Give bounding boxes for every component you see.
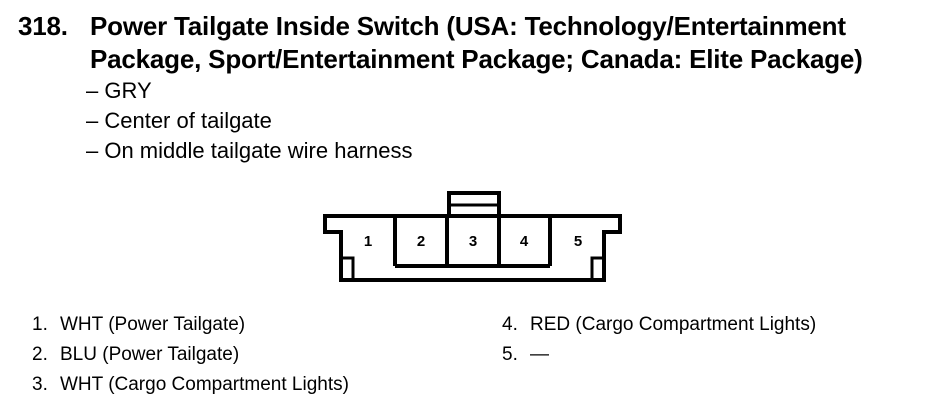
pin-item: 3. WHT (Cargo Compartment Lights): [32, 370, 349, 400]
pin-item-number: 3.: [32, 374, 48, 395]
pin-item-text: RED (Cargo Compartment Lights): [530, 314, 817, 335]
detail-location: – Center of tailgate: [86, 108, 272, 133]
connector-details: – GRY – Center of tailgate – On middle t…: [86, 76, 413, 166]
pin-number-2: 2: [417, 233, 425, 250]
pin-number-4: 4: [520, 233, 529, 250]
detail-harness: – On middle tailgate wire harness: [86, 138, 413, 163]
section-number: 318.: [18, 11, 68, 41]
pin-item: 4. RED (Cargo Compartment Lights): [502, 310, 816, 340]
pin-item-number: 5.: [502, 344, 518, 365]
pin-item: 1. WHT (Power Tailgate): [32, 310, 349, 340]
pin-number-1: 1: [364, 233, 372, 250]
connector-inner-step-right: [590, 256, 604, 280]
pin-number-5: 5: [574, 233, 582, 250]
pin-list-right: 4. RED (Cargo Compartment Lights) 5. —: [502, 310, 816, 370]
pin-item-number: 2.: [32, 344, 48, 365]
pin-item-text: WHT (Power Tailgate): [60, 314, 246, 335]
section-title-line-1: Power Tailgate Inside Switch (USA: Techn…: [90, 11, 846, 41]
pin-item: 2. BLU (Power Tailgate): [32, 340, 349, 370]
connector-inner-step-left: [341, 256, 355, 280]
detail-color: – GRY: [86, 78, 152, 103]
section-title-line-2: Package, Sport/Entertainment Package; Ca…: [90, 44, 863, 74]
pin-item-text: BLU (Power Tailgate): [60, 344, 240, 365]
pin-item: 5. —: [502, 340, 816, 370]
pin-item-number: 1.: [32, 314, 48, 335]
pin-item-text: WHT (Cargo Compartment Lights): [60, 374, 349, 395]
pin-list-left: 1. WHT (Power Tailgate) 2. BLU (Power Tail…: [32, 310, 349, 400]
pin-item-text: —: [530, 344, 549, 365]
pin-item-number: 4.: [502, 314, 518, 335]
pin-number-3: 3: [469, 233, 477, 250]
